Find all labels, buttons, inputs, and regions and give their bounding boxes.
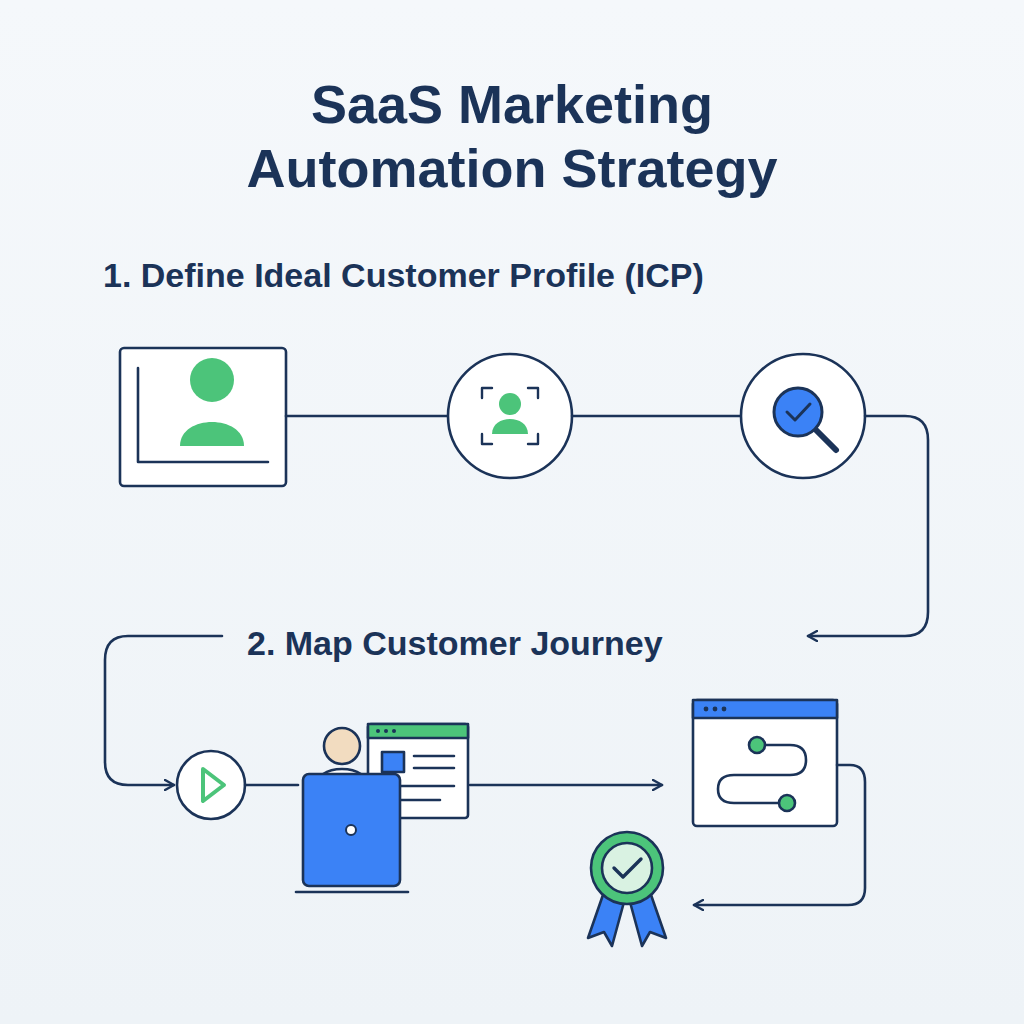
- play-icon: [177, 751, 245, 819]
- flow-arrow: [694, 765, 865, 905]
- profile-card-icon: [120, 348, 286, 486]
- connector-line: [572, 415, 742, 418]
- flow-arrow: [470, 784, 662, 787]
- diagram-title: SaaS Marketing Automation Strategy: [172, 72, 852, 200]
- scan-person-icon: [448, 354, 572, 478]
- step-heading: 1. Define Ideal Customer Profile (ICP): [103, 255, 704, 295]
- flow-arrow: [808, 416, 928, 636]
- connector-line: [286, 415, 448, 418]
- connector-line: [245, 784, 298, 787]
- success-badge-icon: [588, 832, 666, 946]
- workflow-window-icon: [693, 700, 837, 826]
- search-check-icon: [741, 354, 865, 478]
- step-heading: 2. Map Customer Journey: [247, 623, 663, 663]
- user-laptop-icon: [296, 728, 408, 892]
